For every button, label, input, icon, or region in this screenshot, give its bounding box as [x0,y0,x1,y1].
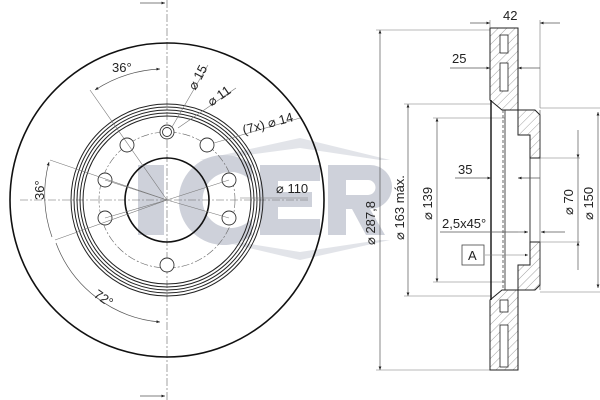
chamfer-label: 2,5x45° [442,216,486,231]
diameter-163-label: ⌀ 163 máx. [392,175,407,240]
angle-left-label: 36° [32,180,47,200]
thickness-25-label: 25 [452,51,466,66]
datum-label: A [468,248,477,263]
section-view [376,20,600,371]
height-42-label: 42 [503,8,517,23]
pcd-label: ⌀ 110 [276,181,308,196]
datum-box [461,244,485,266]
hole-11-label: ⌀ 11 [204,83,233,110]
center-bore [124,157,210,243]
diameter-70-label: ⌀ 70 [561,189,576,215]
diameter-139-label: ⌀ 139 [420,187,435,220]
front-view [9,0,325,400]
bolt-holes [97,124,237,273]
angle-bottom-label: 72° [91,286,116,310]
disc-outer-edge [9,42,325,358]
diameter-150-label: ⌀ 150 [581,187,596,220]
depth-35-label: 35 [458,162,472,177]
icer-watermark [138,138,392,260]
bolt-holes-label: (7x) ⌀ 14 [241,109,295,137]
diameter-287-label: ⌀ 287,8 [363,201,378,245]
hole-15-label: ⌀ 15 [185,62,210,92]
angle-top-label: 36° [112,60,132,75]
